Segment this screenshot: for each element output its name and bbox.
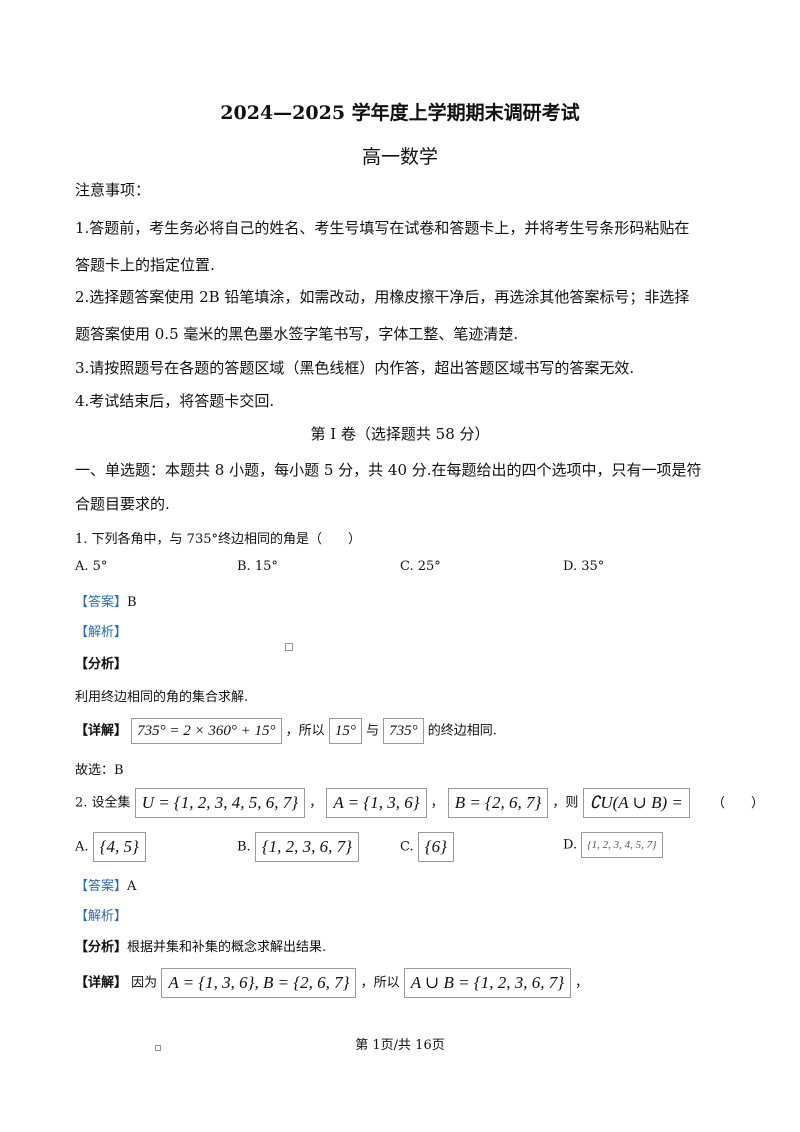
q1-detail-box3: 735° xyxy=(383,718,424,744)
q1-option-a: A. 5° xyxy=(75,559,108,574)
notice-line-1: 1.答题前，考生务必将自己的姓名、考生号填写在试卷和答题卡上，并将考生号条形码粘… xyxy=(75,219,690,237)
notice-line-5: 3.请按照题号在各题的答题区域（黑色线框）内作答，超出答题区域书写的答案无效. xyxy=(75,359,635,377)
q2-fenxi-row: 【分析】根据并集和补集的概念求解出结果. xyxy=(75,936,326,955)
q2-analysis-tag: 【解析】 xyxy=(75,909,128,924)
q2-stem-prefix: 2. 设全集 xyxy=(75,795,131,811)
q2-option-c-label: C. xyxy=(400,839,414,855)
q2-option-d-value: {1, 2, 3, 4, 5, 7} xyxy=(581,832,663,858)
q2-detail-row: 【详解】 因为 A = {1, 3, 6}, B = {2, 6, 7} ，所以… xyxy=(75,968,588,998)
q2-answer-tag: 【答案】 xyxy=(75,879,128,894)
notice-line-6: 4.考试结束后，将答题卡交回. xyxy=(75,392,275,410)
q2-option-c: C. {6} xyxy=(400,832,454,862)
q2-set-a: A = {1, 3, 6} xyxy=(326,788,427,818)
q1-analysis-tag: 【解析】 xyxy=(75,625,128,640)
notice-heading: 注意事项： xyxy=(75,181,151,199)
q1-detail-box2: 15° xyxy=(328,718,362,744)
q2-then: ，则 xyxy=(552,795,579,811)
q1-conclusion: 故选：B xyxy=(75,763,124,778)
notice-line-3: 2.选择题答案使用 2B 铅笔填涂，如需改动，用橡皮擦干净后，再选涂其他答案标号… xyxy=(75,288,690,306)
q2-detail-box2: A ∪ B = {1, 2, 3, 6, 7} xyxy=(403,968,571,998)
q2-option-a-value: {4, 5} xyxy=(92,832,146,862)
q1-stem: 1. 下列各角中，与 735°终边相同的角是（ ） xyxy=(75,532,361,547)
q2-option-a-label: A. xyxy=(75,839,89,855)
q1-detail-mid2: 与 xyxy=(365,723,379,739)
document-title: 2024—2025 学年度上学期期末调研考试 xyxy=(220,102,580,124)
q1-detail-formula: 735° = 2 × 360° + 15° xyxy=(131,718,282,744)
q2-set-b: B = {2, 6, 7} xyxy=(447,788,549,818)
q1-option-b: B. 15° xyxy=(237,559,278,574)
subject-title: 高一数学 xyxy=(361,146,438,168)
q1-answer-row: 【答案】B xyxy=(75,591,137,610)
q2-paren: （ ） xyxy=(712,795,765,811)
q2-option-d: D. {1, 2, 3, 4, 5, 7} xyxy=(563,832,663,858)
q1-option-c: C. 25° xyxy=(400,559,441,574)
section-instruction-2: 合题目要求的. xyxy=(75,495,170,513)
section-instruction-1: 一、单选题：本题共 8 小题，每小题 5 分，共 40 分.在每题给出的四个选项… xyxy=(75,461,702,479)
q2-option-d-label: D. xyxy=(563,837,578,853)
q2-option-b-value: {1, 2, 3, 6, 7} xyxy=(254,832,359,862)
q2-fenxi-tag: 【分析】 xyxy=(75,940,128,955)
q1-detail-end: 的终边相同. xyxy=(427,723,497,739)
q2-option-b: B. {1, 2, 3, 6, 7} xyxy=(237,832,359,862)
q2-expr: ∁U(A ∪ B) = xyxy=(582,788,690,818)
placeholder-square-icon xyxy=(285,636,293,655)
q1-detail-row: 【详解】 735° = 2 × 360° + 15° ，所以 15° 与 735… xyxy=(75,718,497,744)
q2-answer: A xyxy=(127,879,137,894)
q2-detail-pre: 因为 xyxy=(131,975,158,991)
notice-line-4: 题答案使用 0.5 毫米的黑色墨水签字笔书写，字体工整、笔迹清楚. xyxy=(75,325,519,343)
q2-detail-end: ， xyxy=(575,975,589,991)
footer-square-icon xyxy=(155,1036,161,1055)
q2-option-b-label: B. xyxy=(237,839,251,855)
q1-answer-tag: 【答案】 xyxy=(75,595,128,610)
q2-detail-box1: A = {1, 3, 6}, B = {2, 6, 7} xyxy=(161,968,357,998)
q2-comma-2: ， xyxy=(430,795,444,811)
q1-answer: B xyxy=(127,595,137,610)
q2-option-c-value: {6} xyxy=(417,832,454,862)
page-number: 第 1页/共 16页 xyxy=(355,1038,445,1053)
q2-stem-row: 2. 设全集 U = {1, 2, 3, 4, 5, 6, 7} ， A = {… xyxy=(75,788,764,818)
q2-comma-1: ， xyxy=(309,795,323,811)
notice-line-2: 答题卡上的指定位置. xyxy=(75,256,215,274)
q2-detail-tag: 【详解】 xyxy=(75,975,128,991)
q1-fenxi-tag: 【分析】 xyxy=(75,657,128,672)
q2-fenxi: 根据并集和补集的概念求解出结果. xyxy=(127,940,327,955)
q1-detail-mid1: ，所以 xyxy=(285,723,325,739)
q2-answer-row: 【答案】A xyxy=(75,875,136,894)
section-title: 第 I 卷（选择题共 58 分） xyxy=(310,425,490,443)
q2-detail-mid: ，所以 xyxy=(360,975,400,991)
q1-detail-tag: 【详解】 xyxy=(75,723,128,739)
q1-option-d: D. 35° xyxy=(563,559,605,574)
q2-option-a: A. {4, 5} xyxy=(75,832,146,862)
q2-set-u: U = {1, 2, 3, 4, 5, 6, 7} xyxy=(134,788,306,818)
q1-fenxi: 利用终边相同的角的集合求解. xyxy=(75,690,249,705)
